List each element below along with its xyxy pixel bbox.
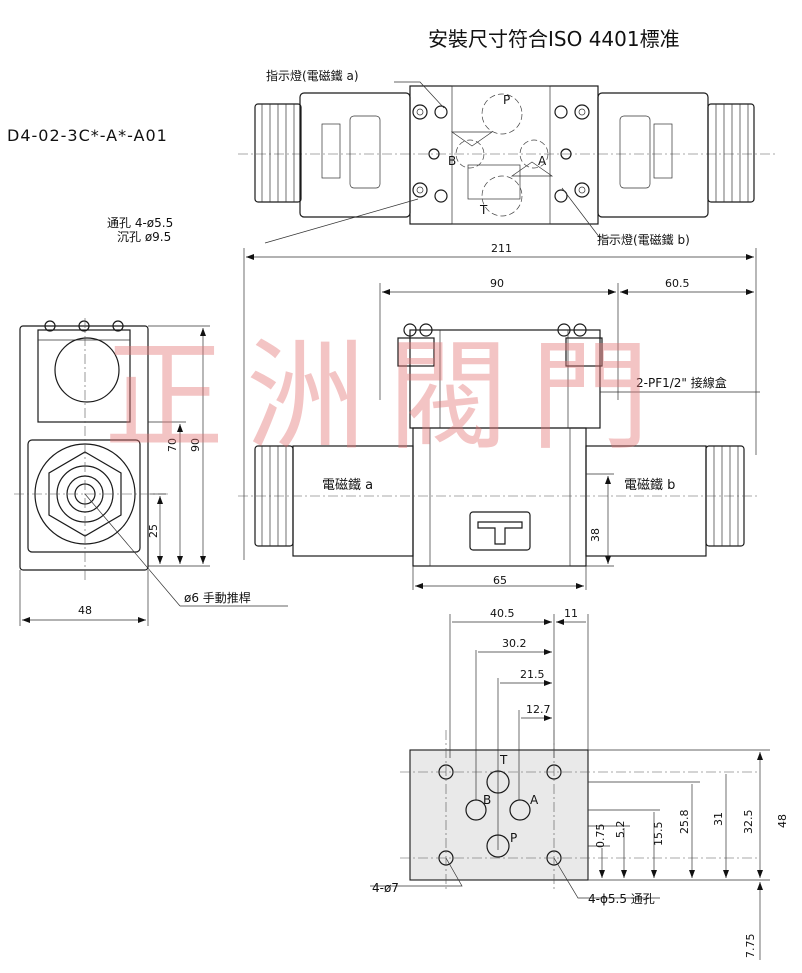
dim-7-75: 7.75 bbox=[744, 934, 757, 959]
dim-65: 65 bbox=[493, 574, 507, 587]
model-number: D4-02-3C*-A*-A01 bbox=[7, 126, 168, 145]
top-port-b: B bbox=[448, 154, 456, 168]
dim-31: 31 bbox=[712, 812, 725, 826]
dim-32-5: 32.5 bbox=[742, 810, 755, 835]
manual-push-label: ø6 手動推桿 bbox=[184, 590, 251, 605]
dim-70: 70 bbox=[166, 438, 179, 452]
lamp-b-label: 指示燈(電磁鐵 b) bbox=[597, 232, 690, 247]
side-view: 70 90 25 48 ø6 手動推桿 bbox=[14, 318, 288, 626]
watermark: 正洲閥門 bbox=[104, 328, 672, 467]
dim-11: 11 bbox=[564, 607, 578, 620]
dim-48-mount: 48 bbox=[776, 814, 789, 828]
dim-90-side: 90 bbox=[189, 438, 202, 452]
dim-0-75: 0.75 bbox=[594, 824, 607, 849]
mount-port-a: A bbox=[530, 793, 539, 807]
dim-25: 25 bbox=[147, 524, 160, 538]
dim-40-5: 40.5 bbox=[490, 607, 515, 620]
through-hole-label: 通孔 4-ø5.5 bbox=[107, 216, 173, 230]
solenoid-b-label: 電磁鐵 b bbox=[624, 477, 675, 493]
mount-port-b: B bbox=[483, 793, 491, 807]
lamp-a-label: 指示燈(電磁鐵 a) bbox=[266, 68, 359, 83]
mounting-surface: 40.5 11 30.2 21.5 12.7 T B A P bbox=[370, 607, 789, 960]
dim-12-7: 12.7 bbox=[526, 703, 551, 716]
mount-port-p: P bbox=[510, 831, 517, 845]
dim-60-5: 60.5 bbox=[665, 277, 690, 290]
top-port-t: T bbox=[479, 203, 488, 217]
junction-box-label: 2-PF1/2" 接線盒 bbox=[636, 375, 727, 390]
solenoid-a-label: 電磁鐵 a bbox=[322, 477, 373, 493]
dim-30-2: 30.2 bbox=[502, 637, 527, 650]
dim-90: 90 bbox=[490, 277, 504, 290]
dim-38: 38 bbox=[589, 528, 602, 542]
hole-4-5-5-label: 4-ϕ5.5 通孔 bbox=[588, 892, 655, 906]
dim-15-5: 15.5 bbox=[652, 822, 665, 847]
dim-211: 211 bbox=[491, 242, 512, 255]
top-view: P B A T 指示燈(電磁鐵 a) 指示燈(電磁鐵 b) 通孔 4-ø5.5 … bbox=[107, 68, 775, 247]
mount-port-t: T bbox=[499, 753, 508, 767]
hole-4-7-label: 4-ø7 bbox=[372, 881, 399, 895]
counterbore-label: 沉孔 ø9.5 bbox=[117, 230, 171, 244]
top-port-a: A bbox=[538, 154, 547, 168]
page-title: 安裝尺寸符合ISO 4401標准 bbox=[428, 27, 680, 51]
dim-5-2: 5.2 bbox=[614, 821, 627, 839]
dim-25-8: 25.8 bbox=[678, 810, 691, 835]
dim-21-5: 21.5 bbox=[520, 668, 545, 681]
dim-48-side: 48 bbox=[78, 604, 92, 617]
front-view: 211 90 60.5 2-PF1/2" 接線盒 bbox=[238, 242, 760, 590]
top-port-p: P bbox=[503, 93, 510, 107]
